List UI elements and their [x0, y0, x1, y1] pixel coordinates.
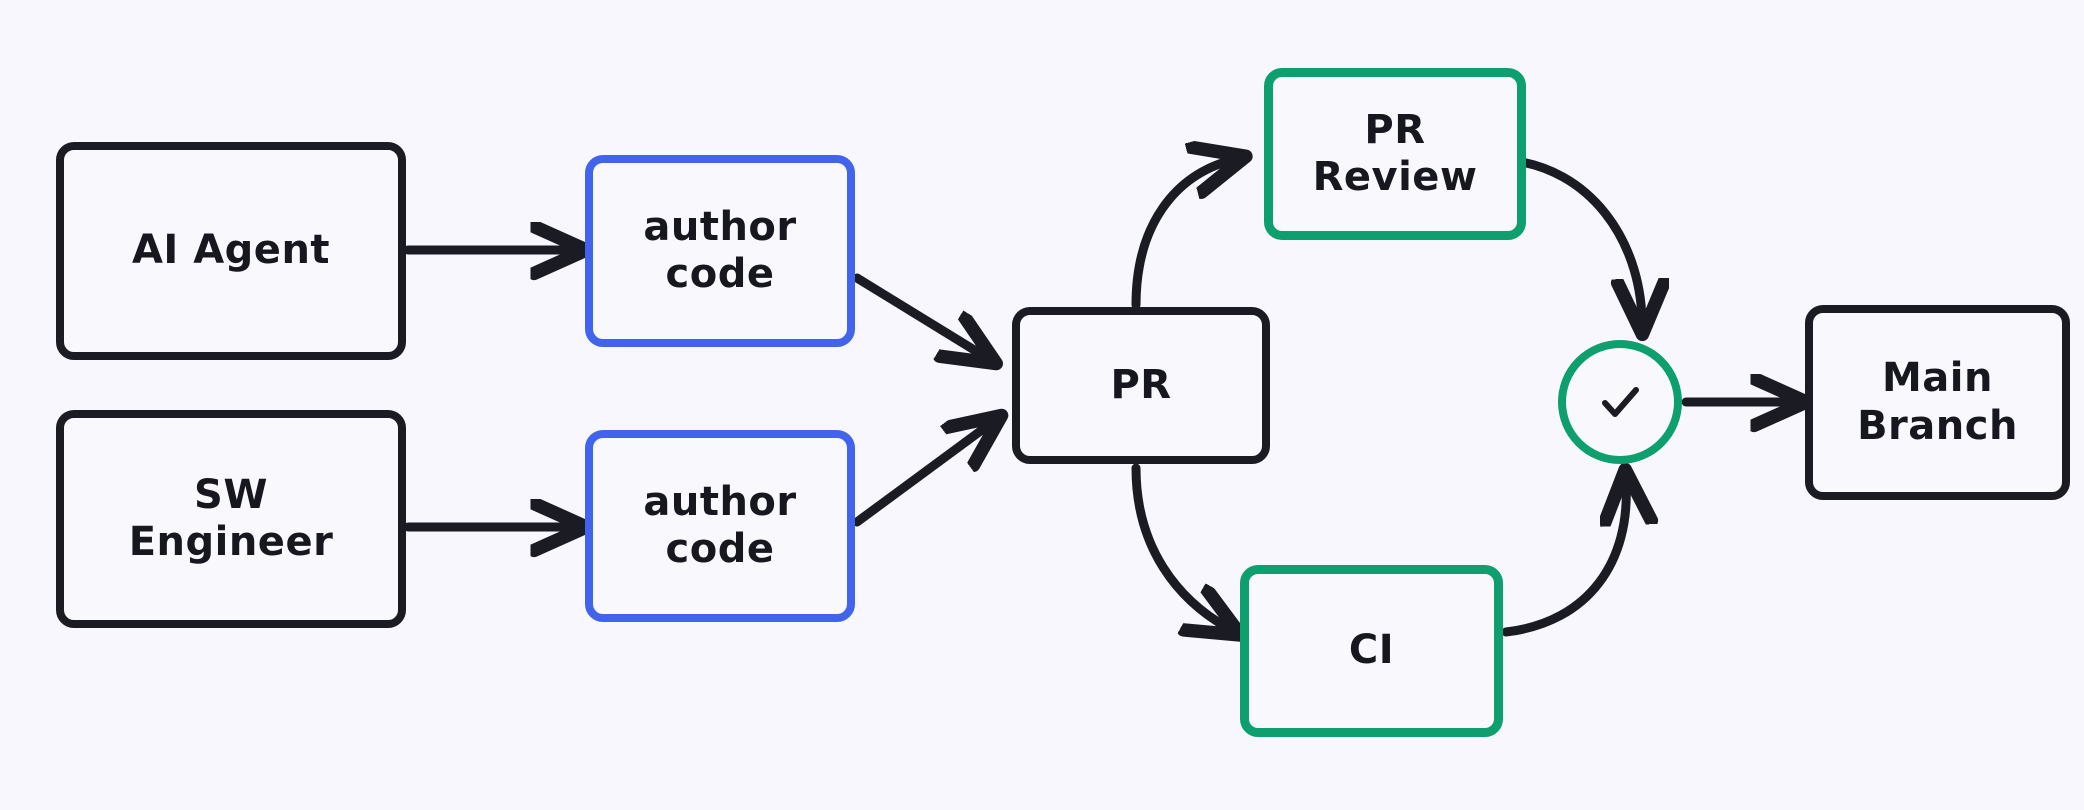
- node-main-branch[interactable]: Main Branch: [1805, 305, 2070, 500]
- check-icon: [1589, 371, 1651, 433]
- node-author-code-agent[interactable]: author code: [585, 155, 855, 347]
- node-merge-check[interactable]: [1558, 340, 1682, 464]
- edge-pr-to-ci: [1131, 463, 1228, 628]
- node-sw-engineer[interactable]: SW Engineer: [56, 410, 406, 628]
- node-ci[interactable]: CI: [1240, 565, 1503, 737]
- edge-pr-review-to-check: [1503, 155, 1642, 320]
- node-author-code-engineer[interactable]: author code: [585, 430, 855, 622]
- node-ai-agent[interactable]: AI Agent: [56, 142, 406, 360]
- edge-ci-to-check: [1501, 484, 1626, 637]
- node-pr-review[interactable]: PR Review: [1264, 68, 1526, 240]
- edge-author-code-engineer-to-pr: [852, 424, 990, 527]
- edge-author-code-agent-to-pr: [852, 273, 984, 356]
- node-pr[interactable]: PR: [1012, 307, 1270, 464]
- edge-pr-to-pr-review: [1131, 160, 1232, 310]
